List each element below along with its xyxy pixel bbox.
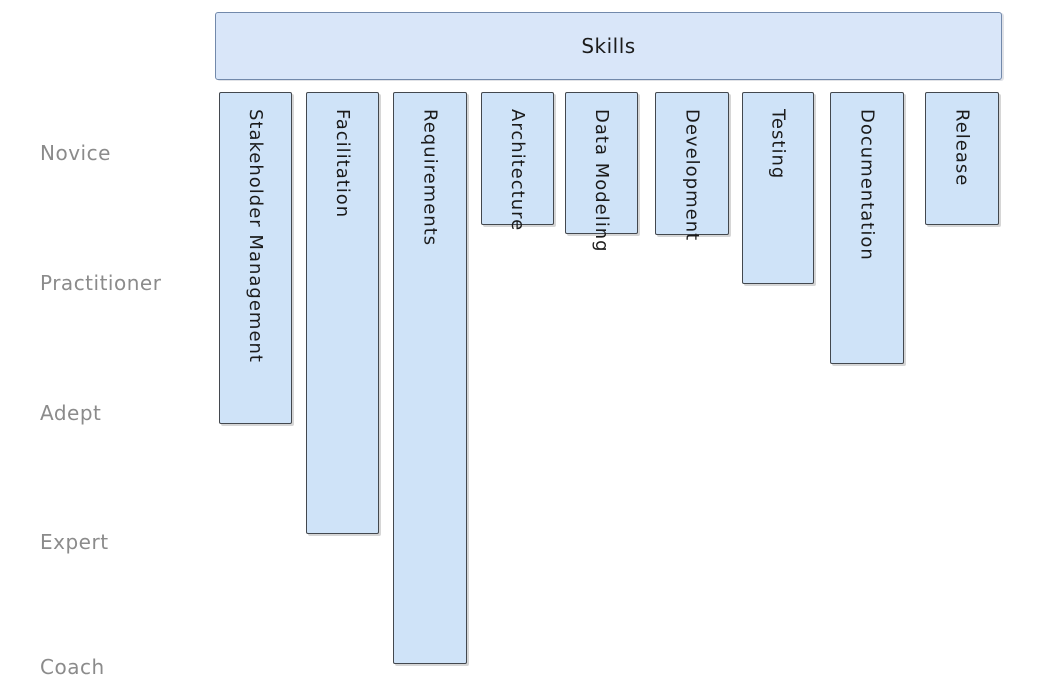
skill-bar: Development xyxy=(655,92,729,241)
skill-bar-label: Stakeholder Management xyxy=(245,109,266,363)
axis-level-label: Adept xyxy=(40,401,102,425)
skill-bar-label: Documentation xyxy=(856,109,878,261)
skill-bar: Facilitation xyxy=(306,92,379,534)
skill-bar: Release xyxy=(925,92,999,225)
chart-title: Skills xyxy=(581,34,636,58)
skill-bar-label: Testing xyxy=(767,109,789,180)
skill-bar-label: Data Modeling xyxy=(591,109,612,253)
skill-bar: Documentation xyxy=(830,92,904,364)
skill-bar-label: Requirements xyxy=(419,109,441,247)
skill-bar-label: Facilitation xyxy=(332,109,353,219)
skill-bar: Testing xyxy=(742,92,814,284)
axis-level-label: Practitioner xyxy=(40,271,162,295)
skill-bar: Stakeholder Management xyxy=(219,92,292,424)
skill-bar: Requirements xyxy=(393,92,467,664)
skill-bar: Data Modeling xyxy=(565,92,638,253)
skill-bar-label: Development xyxy=(681,109,703,242)
skill-bar-label: Release xyxy=(951,109,973,187)
axis-level-label: Coach xyxy=(40,655,105,675)
skill-bar: Architecture xyxy=(481,92,554,231)
axis-level-label: Novice xyxy=(40,141,111,165)
skill-bar-label: Architecture xyxy=(507,109,528,232)
chart-title-bar: Skills xyxy=(215,12,1002,80)
axis-level-label: Expert xyxy=(40,530,109,554)
